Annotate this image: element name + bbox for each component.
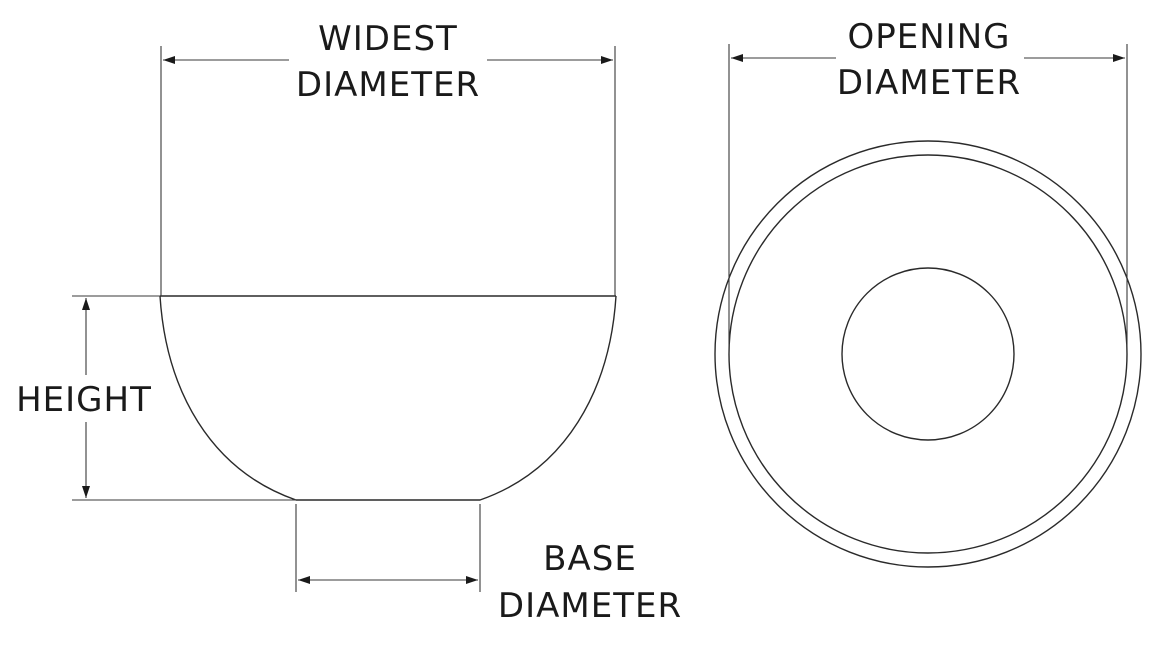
widest-label-line2: DIAMETER <box>296 65 480 105</box>
top-view: OPENING DIAMETER <box>714 17 1142 568</box>
widest-label-line1: WIDEST <box>318 19 458 59</box>
base-label-line1: BASE <box>543 539 637 579</box>
height-label: HEIGHT <box>16 380 152 420</box>
base-circle <box>841 267 1015 441</box>
base-label-line2: DIAMETER <box>498 586 682 626</box>
outer-rim-circle <box>714 140 1142 568</box>
opening-label-line1: OPENING <box>848 17 1011 57</box>
opening-label-line2: DIAMETER <box>837 63 1021 103</box>
side-view: WIDEST DIAMETER HEIGHT BASE DIAMETER <box>16 19 682 626</box>
opening-circle <box>728 154 1128 554</box>
bowl-profile <box>159 295 617 501</box>
